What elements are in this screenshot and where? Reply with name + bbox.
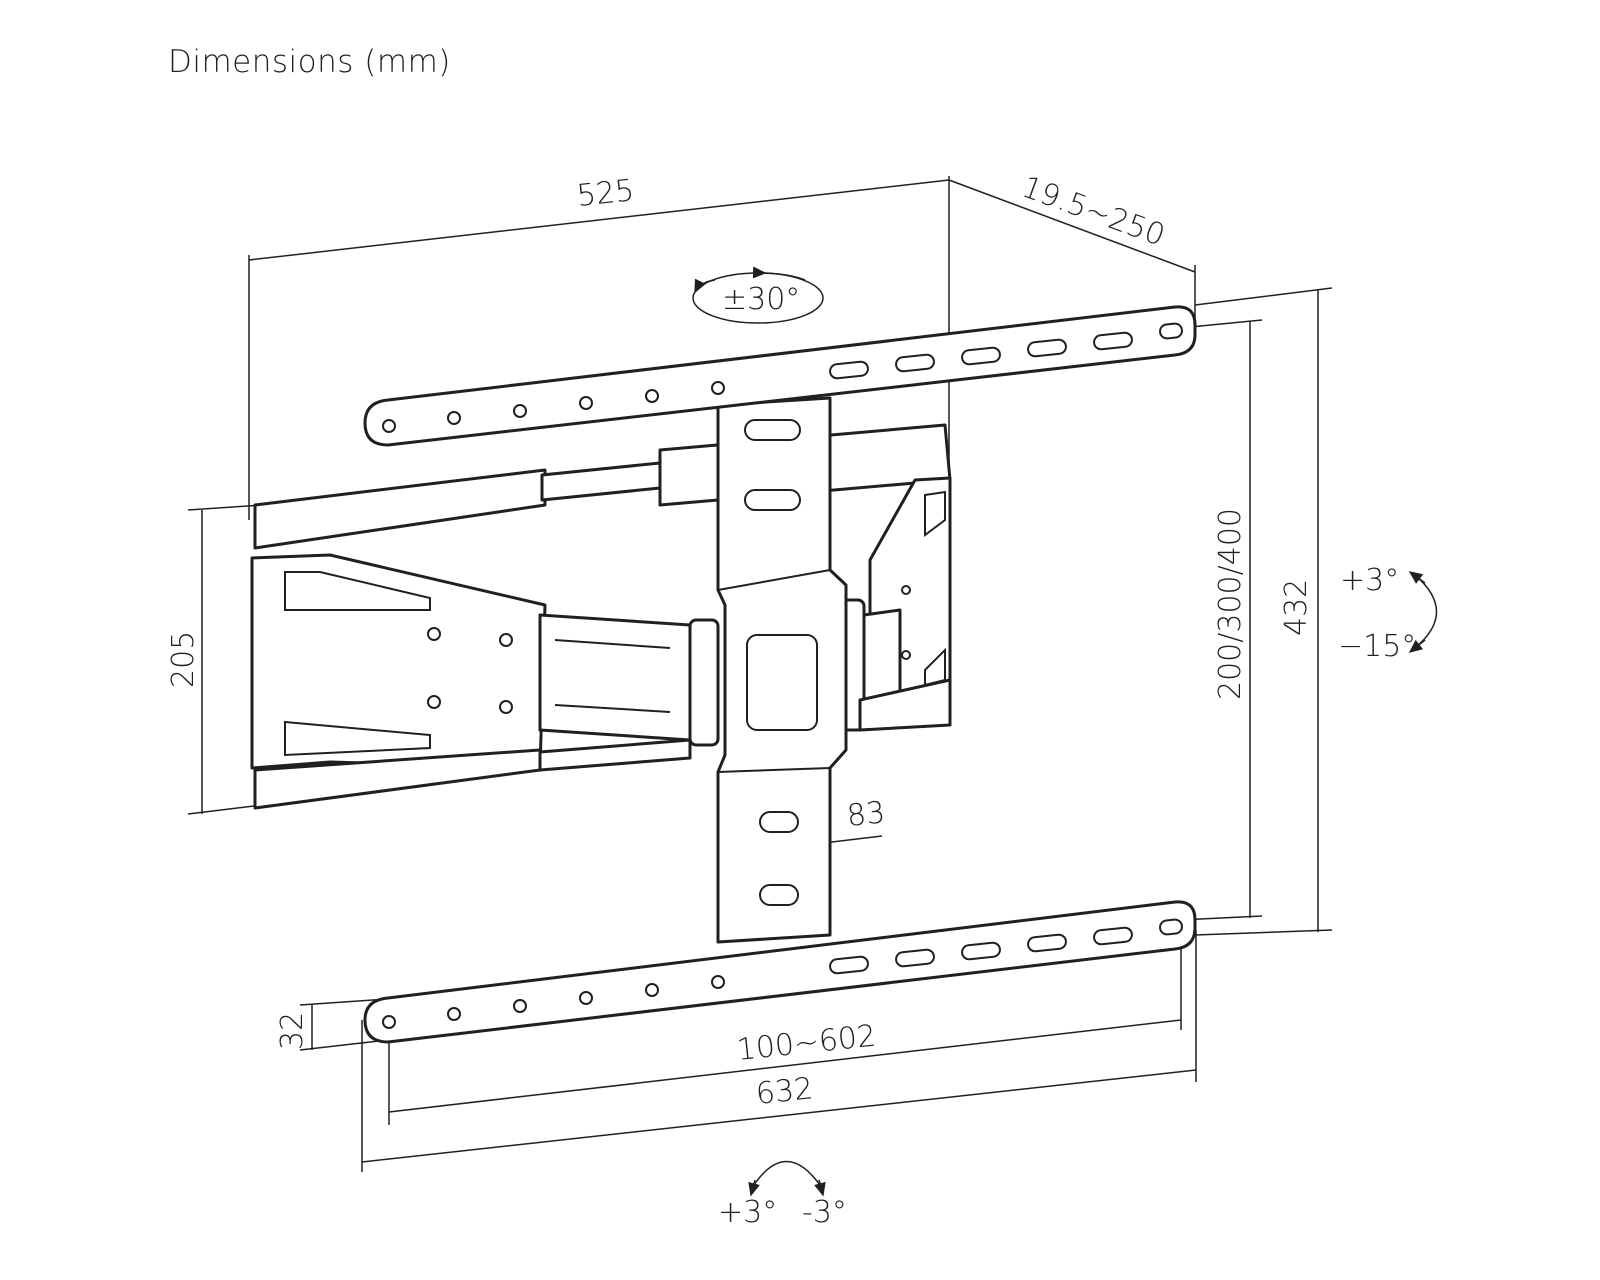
wall-plate [250, 461, 662, 810]
label-rotate-left: +3° [718, 1195, 777, 1230]
upper-arm-link [540, 461, 662, 502]
swivel-arrow-left [694, 278, 716, 294]
top-rail-body [363, 305, 1197, 447]
label-vesa-vertical: 200/300/400 [1213, 508, 1248, 700]
label-tilt-up: +3° [1340, 563, 1399, 598]
label-height-plate: 205 [166, 631, 201, 688]
dim-line-525 [248, 179, 950, 261]
bracket-window [746, 634, 818, 731]
dim-line-vesa-h [388, 1019, 1182, 1113]
wall-plate-slot-bottom [284, 720, 431, 757]
tilt-head [858, 476, 952, 732]
bracket-slot [759, 884, 799, 906]
page-title: Dimensions (mm) [168, 44, 451, 80]
rotate-arc [751, 1160, 823, 1189]
bracket-slot [759, 811, 799, 833]
middle-arm [538, 613, 692, 742]
wall-plate-hole [499, 633, 513, 647]
ext-line-205-top [187, 504, 263, 511]
vertical-bracket [716, 396, 848, 944]
label-depth: 19.5~250 [1017, 170, 1169, 254]
label-rail-height: 32 [275, 1012, 310, 1050]
label-arm-width: 83 [845, 795, 887, 834]
tilt-bottom [858, 678, 952, 732]
tilt-arrow-up [1408, 571, 1426, 584]
tilt-arc [1414, 574, 1438, 649]
rotate-arrow-right [814, 1179, 826, 1197]
wall-plate-body [250, 553, 547, 770]
label-swivel: ±30° [722, 282, 800, 317]
wall-plate-hole [499, 700, 513, 714]
ext-line-432-bottom [1194, 929, 1333, 936]
label-width-total: 525 [575, 173, 636, 214]
wall-plate-slot-top [284, 571, 431, 611]
bracket-slot [744, 419, 801, 441]
upper-arm-top-bar [253, 468, 547, 550]
tilt-arrow-down [1408, 639, 1426, 653]
ext-line-205-bottom [187, 804, 263, 815]
label-vesa-horizontal: 100~602 [735, 1019, 878, 1068]
top-rail [363, 305, 1197, 447]
dim-line-632 [361, 1069, 1197, 1163]
ext-line-32-bottom [299, 1039, 389, 1051]
ext-line-432-top [1194, 287, 1333, 306]
dim-line-depth [948, 179, 1196, 273]
center-bracket [716, 396, 848, 944]
rotation-indicators [692, 266, 1438, 1197]
label-height-total: 432 [1279, 579, 1314, 636]
lower-link [538, 738, 692, 772]
wall-plate-hole [427, 627, 441, 641]
swivel-arrow-right [752, 266, 806, 281]
wall-plate-hole [427, 695, 441, 709]
rotate-arrow-left [748, 1179, 760, 1197]
label-tilt-down: −15° [1338, 629, 1416, 664]
label-rail-length: 632 [754, 1071, 815, 1112]
bottom-rail [363, 900, 1197, 1044]
bottom-rail-body [363, 900, 1197, 1044]
label-rotate-right: -3° [802, 1195, 847, 1230]
bracket-slot [744, 489, 801, 511]
pivot-hinge-left [688, 618, 720, 747]
ext-line-32-top [299, 998, 389, 1006]
dimension-labels: 525 19.5~250 ±30° 205 200/300/400 432 +3… [166, 170, 1416, 1230]
